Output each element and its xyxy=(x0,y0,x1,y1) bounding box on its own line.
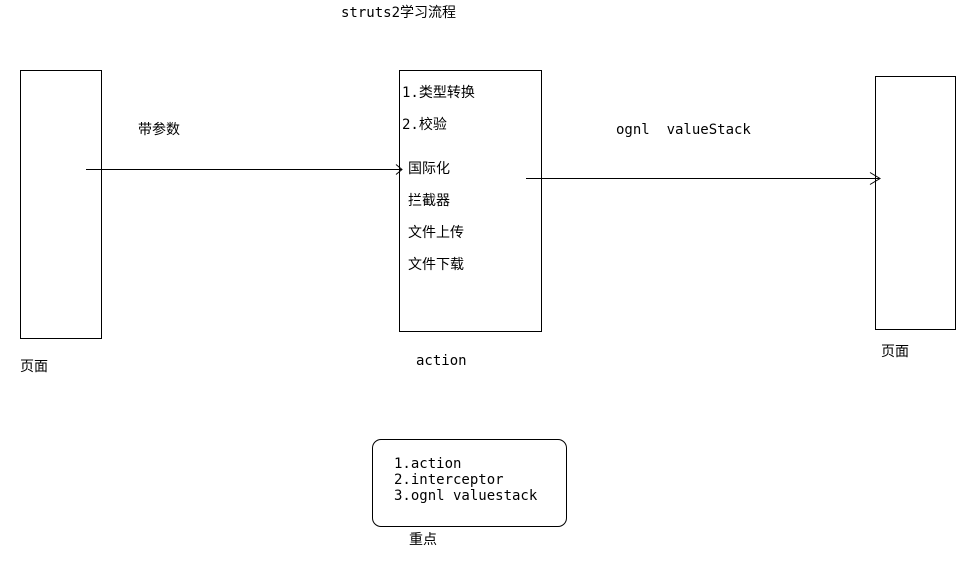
action-item-type-conversion: 1.类型转换 xyxy=(402,85,475,101)
key-point-interceptor: 2.interceptor xyxy=(394,472,504,488)
right-page-label: 页面 xyxy=(881,344,909,360)
right-page-box xyxy=(875,76,956,330)
key-point-ognl-valuestack: 3.ognl valuestack xyxy=(394,488,538,504)
arrow-left-label: 带参数 xyxy=(138,122,180,138)
action-item-i18n: 国际化 xyxy=(408,161,450,177)
diagram-title: struts2学习流程 xyxy=(341,5,457,21)
action-item-file-upload: 文件上传 xyxy=(408,225,464,241)
action-item-validation: 2.校验 xyxy=(402,117,447,133)
action-item-interceptor: 拦截器 xyxy=(408,193,450,209)
action-box xyxy=(399,70,542,332)
arrow-right-label: ognl valueStack xyxy=(616,122,751,138)
key-points-box xyxy=(372,439,567,527)
left-page-label: 页面 xyxy=(20,359,48,375)
key-point-action: 1.action xyxy=(394,456,462,472)
action-label: action xyxy=(416,353,467,369)
arrow-page-to-action xyxy=(86,164,403,175)
arrow-action-to-page xyxy=(526,172,881,185)
left-page-box xyxy=(20,70,102,339)
key-points-label: 重点 xyxy=(409,532,437,548)
action-item-file-download: 文件下载 xyxy=(408,257,464,273)
